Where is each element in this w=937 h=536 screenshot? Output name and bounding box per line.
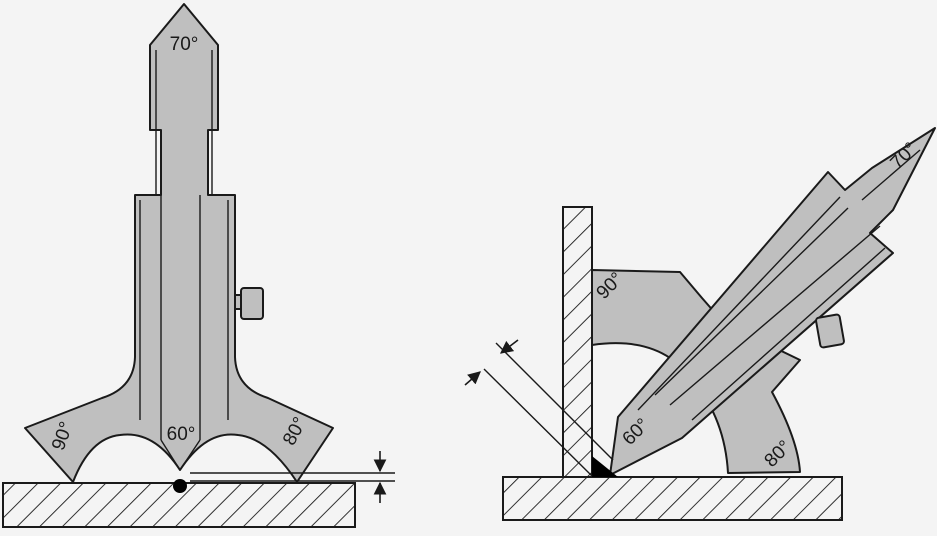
right-lock-screw bbox=[815, 313, 845, 349]
left-figure: 70° 60° 90° 80° bbox=[2, 3, 395, 528]
left-pointer-edge bbox=[160, 439, 181, 471]
right-body-line bbox=[691, 247, 886, 421]
right-dimension-line bbox=[483, 368, 593, 477]
right-slider-edge bbox=[637, 196, 841, 411]
right-base-plate bbox=[502, 476, 843, 521]
right-slider-edge bbox=[669, 225, 881, 406]
right-vertical-plate bbox=[562, 206, 593, 478]
right-slider-edge bbox=[654, 207, 849, 396]
right-dimension-line bbox=[495, 342, 614, 461]
left-weld-point bbox=[173, 479, 187, 493]
right-gauge-slider bbox=[609, 127, 936, 476]
left-label-tip: 70° bbox=[170, 34, 199, 55]
left-pointer-edge bbox=[179, 439, 201, 471]
right-dimension-arrow bbox=[499, 339, 519, 354]
left-label-center: 60° bbox=[167, 424, 196, 445]
right-figure: 70° 90° 60° 80° bbox=[464, 127, 936, 521]
left-lock-screw bbox=[240, 287, 264, 320]
right-weld-bead bbox=[592, 456, 618, 477]
left-gauge-body bbox=[24, 3, 334, 483]
right-dimension-arrow bbox=[464, 371, 481, 386]
right-blade-line bbox=[861, 149, 921, 201]
